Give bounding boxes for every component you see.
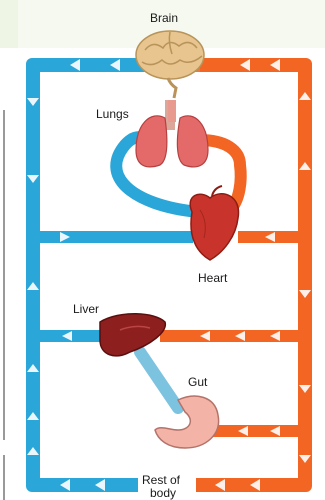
vessel-liver-right <box>160 330 305 342</box>
heart-label: Heart <box>198 271 228 285</box>
gut-label: Gut <box>188 375 208 389</box>
vessel-heart-left <box>33 231 193 243</box>
lungs-label: Lungs <box>96 107 129 121</box>
rest-of-body-label-line2: body <box>150 486 176 500</box>
rest-of-body-label-line1: Rest of <box>142 473 181 487</box>
vein-left <box>26 62 40 490</box>
vessel-gut-right <box>205 425 305 437</box>
brain-label: Brain <box>150 11 178 25</box>
liver-label: Liver <box>73 302 99 316</box>
